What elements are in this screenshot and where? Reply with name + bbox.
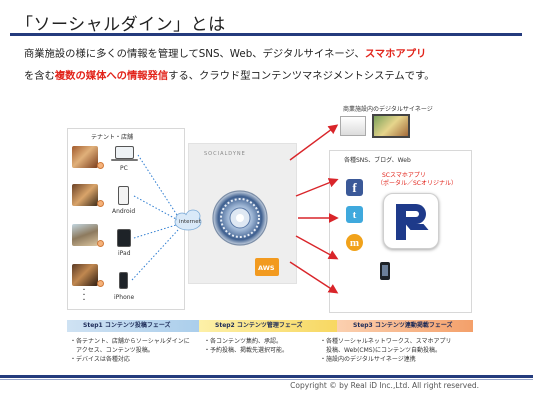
person-icon bbox=[97, 280, 104, 287]
arrow-to-sns bbox=[295, 178, 339, 197]
shop-photo-3 bbox=[72, 224, 98, 246]
device-label-android: Android bbox=[112, 208, 136, 215]
building-icon bbox=[340, 116, 366, 136]
highlight-multi-media: 複数の媒体への情報発信 bbox=[54, 70, 169, 82]
arrow-to-signage bbox=[289, 124, 339, 161]
step2-label: Step2 コンテンツ管理フェーズ bbox=[199, 320, 345, 332]
title-rule bbox=[10, 33, 522, 36]
step1-notes: ・各テナント、店舗からソーシャルダインに アクセス、コンテンツ投稿。 ・デバイス… bbox=[70, 337, 190, 364]
tenant-heading: テナント・店舗 bbox=[91, 134, 134, 141]
step3-note: ・各種ソーシャルネットワークス、スマホアプリ bbox=[320, 338, 452, 345]
step2-note: ・予約投稿、掲載先選択可能。 bbox=[204, 347, 289, 354]
arrow-to-mixi bbox=[295, 235, 339, 260]
iphone-icon bbox=[119, 272, 128, 289]
more-tenants-ellipsis: ・ ・ ・ bbox=[81, 287, 88, 304]
mixi-icon: m bbox=[346, 234, 363, 251]
laptop-icon bbox=[115, 146, 134, 159]
ipad-icon bbox=[117, 229, 131, 247]
description-line-2: を含む複数の媒体への情報発信する、クラウド型コンテンツマネジメントシステムです。 bbox=[24, 65, 435, 87]
shop-photo-2 bbox=[72, 184, 98, 206]
facebook-icon: f bbox=[346, 179, 363, 196]
internet-label: internet bbox=[179, 219, 201, 225]
step2-note: ・各コンテンツ集約、承認。 bbox=[204, 338, 283, 345]
sc-app-line-1: SCスマホアプリ bbox=[382, 172, 426, 179]
page-title: 「ソーシャルダイン」とは bbox=[16, 15, 226, 35]
sns-heading: 各種SNS、ブログ、Web bbox=[344, 157, 411, 164]
device-label-pc: PC bbox=[120, 165, 128, 172]
signage-heading: 商業施設内のデジタルサイネージ bbox=[343, 106, 433, 113]
twitter-icon: t bbox=[346, 206, 363, 223]
android-to-cloud-line bbox=[133, 195, 177, 220]
socialdyne-globe-icon bbox=[212, 190, 268, 246]
description: 商業施設の様に多くの情報を管理してSNS、Web、デジタルサイネージ、スマホアプ… bbox=[24, 43, 435, 87]
arrow-to-smartphone bbox=[289, 261, 339, 294]
shop-photo-4 bbox=[72, 264, 98, 286]
laptop-base bbox=[111, 159, 138, 161]
device-to-cloud-lines bbox=[131, 154, 179, 281]
step3-notes: ・各種ソーシャルネットワークス、スマホアプリ 投稿、Web(CMS)にコンテンツ… bbox=[320, 337, 452, 364]
distribution-arrows bbox=[289, 124, 339, 294]
device-label-iphone: iPhone bbox=[114, 294, 135, 301]
description-line-1: 商業施設の様に多くの情報を管理してSNS、Web、デジタルサイネージ、スマホアプ… bbox=[24, 43, 435, 65]
socialdyne-logo: SOCIALDYNE bbox=[204, 151, 246, 157]
step3-label: Step3 コンテンツ連動掲載フェーズ bbox=[337, 320, 473, 332]
sc-app-line-2: （ポータル／SCオリジナル） bbox=[377, 180, 457, 187]
step3-note: 投稿、Web(CMS)にコンテンツ自動投稿。 bbox=[320, 347, 441, 354]
iphone-to-cloud-line bbox=[131, 229, 179, 281]
description-line-1-text: 商業施設の様に多くの情報を管理してSNS、Web、デジタルサイネージ、 bbox=[24, 48, 365, 60]
footer-rule-thin bbox=[0, 379, 533, 380]
signage-screen bbox=[372, 114, 410, 138]
android-phone-icon bbox=[118, 186, 129, 205]
sc-app-icon bbox=[383, 193, 439, 249]
shop-photo-1 bbox=[72, 146, 98, 168]
copyright: Copyright © by Real iD Inc.,Ltd. All rig… bbox=[290, 381, 479, 390]
phase-bar: Step1 コンテンツ投稿フェーズ Step2 コンテンツ管理フェーズ Step… bbox=[67, 320, 473, 332]
aws-badge bbox=[255, 258, 279, 276]
cloud-icon bbox=[174, 209, 202, 231]
step1-label: Step1 コンテンツ投稿フェーズ bbox=[67, 320, 207, 332]
step2-notes: ・各コンテンツ集約、承認。 ・予約投稿、掲載先選択可能。 bbox=[204, 337, 288, 355]
pc-to-cloud-line bbox=[137, 154, 178, 216]
description-line-2-prefix: を含む bbox=[24, 70, 55, 82]
person-icon bbox=[97, 240, 104, 247]
highlight-smartphone-app: スマホアプリ bbox=[364, 48, 427, 60]
ipad-to-cloud-line bbox=[133, 224, 177, 239]
footer-rule bbox=[0, 375, 533, 378]
aws-label: AWS bbox=[258, 264, 275, 272]
device-label-ipad: iPad bbox=[118, 250, 131, 257]
description-line-2-suffix: する、クラウド型コンテンツマネジメントシステムです。 bbox=[168, 70, 435, 82]
step1-note: アクセス、コンテンツ投稿。 bbox=[70, 347, 154, 354]
step1-note: ・デバイスは各種対応 bbox=[70, 356, 130, 363]
step3-note: ・施設内のデジタルサイネージ連携 bbox=[320, 356, 416, 363]
step1-note: ・各テナント、店舗からソーシャルダインに bbox=[70, 338, 190, 345]
person-icon bbox=[97, 200, 104, 207]
person-icon bbox=[97, 162, 104, 169]
